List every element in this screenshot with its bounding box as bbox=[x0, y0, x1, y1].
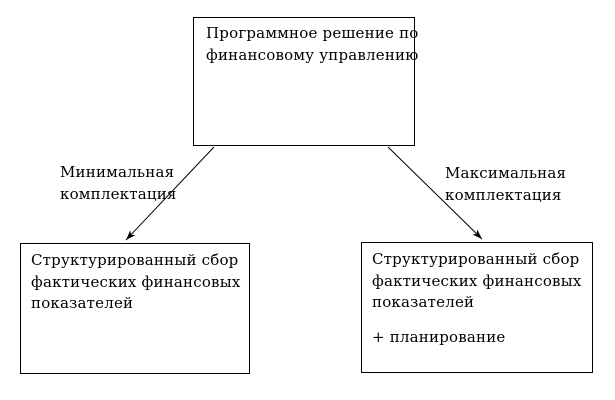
node-leaf-maximal-line-3: показателей bbox=[372, 293, 475, 311]
edge-label-maximal: Максимальная комплектация bbox=[445, 163, 566, 206]
node-leaf-maximal: Структурированный сбор фактических финан… bbox=[361, 242, 593, 373]
node-leaf-maximal-line-2: фактических финансовых bbox=[372, 271, 582, 290]
node-leaf-maximal-line-1: Структурированный сбор bbox=[372, 250, 580, 268]
node-leaf-minimal-line-3: показателей bbox=[31, 294, 134, 312]
node-leaf-minimal-line-1: Структурированный сбор bbox=[31, 251, 239, 269]
edge-label-maximal-line-2: комплектация bbox=[445, 185, 562, 204]
node-leaf-maximal-extra: + планирование bbox=[372, 327, 506, 346]
node-root: Программное решение по финансовому управ… bbox=[193, 17, 419, 146]
node-leaf-minimal-line-2: фактических финансовых bbox=[31, 272, 241, 291]
edge-label-maximal-line-1: Максимальная bbox=[445, 164, 567, 182]
edge-label-minimal: Минимальная комплектация bbox=[60, 162, 177, 205]
node-leaf-minimal: Структурированный сбор фактических финан… bbox=[20, 243, 250, 374]
edge-label-minimal-line-1: Минимальная bbox=[60, 163, 175, 181]
node-root-line-1: Программное решение по bbox=[206, 24, 419, 42]
edge-label-minimal-line-2: комплектация bbox=[60, 184, 177, 203]
node-root-line-2: финансовому управлению bbox=[206, 45, 419, 64]
